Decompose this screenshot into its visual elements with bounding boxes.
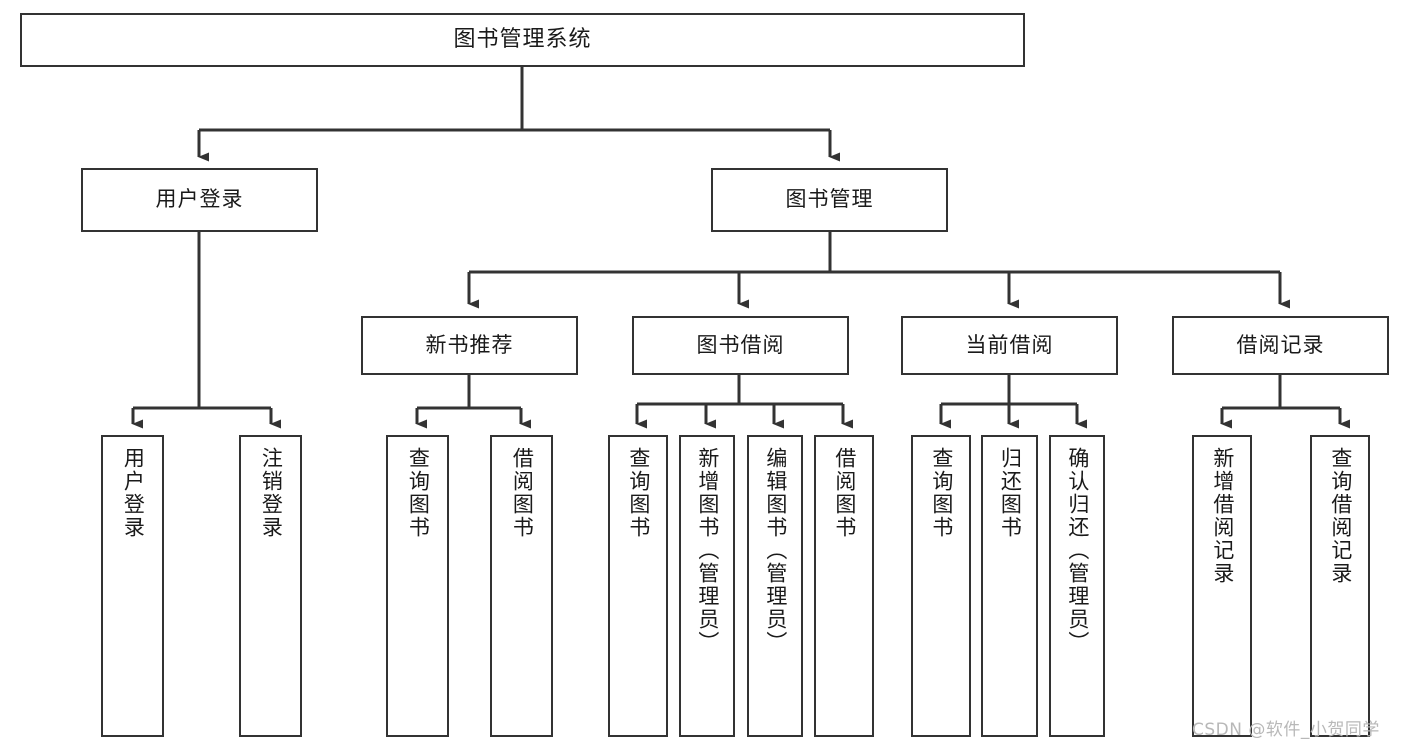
leaf-label: 归还图书 bbox=[998, 447, 1023, 539]
leaf-record-query-record[interactable]: 查询借阅记录 bbox=[1310, 435, 1370, 737]
leaf-recommend-borrow-book[interactable]: 借阅图书 bbox=[490, 435, 553, 737]
leaf-borrow-query-book[interactable]: 查询图书 bbox=[608, 435, 668, 737]
leaf-label: 查询借阅记录 bbox=[1328, 447, 1353, 585]
leaf-current-query-book[interactable]: 查询图书 bbox=[911, 435, 971, 737]
leaf-label: 确认归还（管理员） bbox=[1065, 447, 1090, 654]
leaf-user-login-signout[interactable]: 注销登录 bbox=[239, 435, 302, 737]
leaf-label: 用户登录 bbox=[121, 447, 146, 539]
leaf-borrow-edit-book-admin[interactable]: 编辑图书（管理员） bbox=[747, 435, 803, 737]
leaf-borrow-borrow-book[interactable]: 借阅图书 bbox=[814, 435, 874, 737]
leaf-label: 编辑图书（管理员） bbox=[763, 447, 788, 654]
leaf-recommend-query-book[interactable]: 查询图书 bbox=[386, 435, 449, 737]
leaf-label: 查询图书 bbox=[626, 447, 651, 539]
node-root-system[interactable]: 图书管理系统 bbox=[20, 13, 1025, 67]
leaf-record-add-record[interactable]: 新增借阅记录 bbox=[1192, 435, 1252, 737]
node-borrow-record[interactable]: 借阅记录 bbox=[1172, 316, 1389, 375]
leaf-current-confirm-return-admin[interactable]: 确认归还（管理员） bbox=[1049, 435, 1105, 737]
leaf-user-login-signin[interactable]: 用户登录 bbox=[101, 435, 164, 737]
leaf-label: 注销登录 bbox=[259, 447, 284, 539]
leaf-label: 查询图书 bbox=[929, 447, 954, 539]
leaf-label: 新增图书（管理员） bbox=[695, 447, 720, 654]
leaf-borrow-add-book-admin[interactable]: 新增图书（管理员） bbox=[679, 435, 735, 737]
leaf-label: 借阅图书 bbox=[510, 447, 535, 539]
leaf-current-return-book[interactable]: 归还图书 bbox=[981, 435, 1038, 737]
csdn-watermark: CSDN @软件_小贺同学 bbox=[1192, 720, 1380, 740]
node-current-borrow[interactable]: 当前借阅 bbox=[901, 316, 1118, 375]
node-user-login[interactable]: 用户登录 bbox=[81, 168, 318, 232]
node-new-book-recommend[interactable]: 新书推荐 bbox=[361, 316, 578, 375]
node-book-management[interactable]: 图书管理 bbox=[711, 168, 948, 232]
node-book-borrow[interactable]: 图书借阅 bbox=[632, 316, 849, 375]
leaf-label: 借阅图书 bbox=[832, 447, 857, 539]
leaf-label: 新增借阅记录 bbox=[1210, 447, 1235, 585]
leaf-label: 查询图书 bbox=[406, 447, 431, 539]
